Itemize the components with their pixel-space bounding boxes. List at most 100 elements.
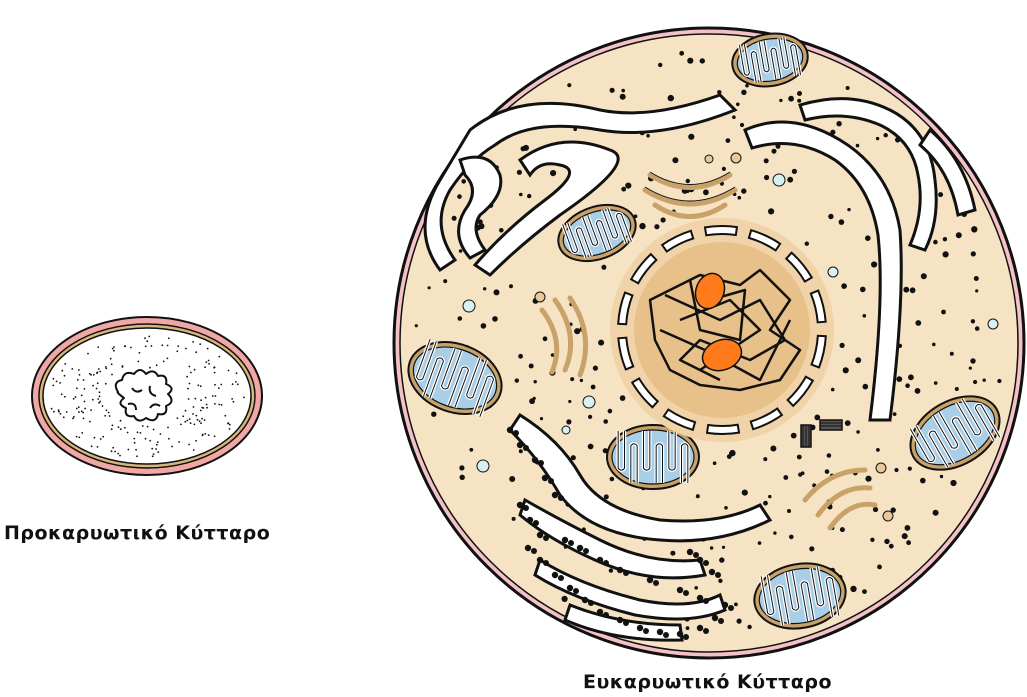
ribosome-dot	[118, 426, 120, 428]
ribosome-dot	[597, 609, 603, 615]
ribosome-dot	[533, 520, 539, 526]
ribosome-dot	[168, 438, 170, 440]
ribosome-dot	[145, 438, 147, 440]
ribosome-dot	[703, 598, 709, 604]
ribosome-dot	[932, 343, 936, 347]
ribosome-dot	[893, 412, 897, 416]
ribosome-dot	[758, 541, 762, 545]
ribosome-dot	[185, 348, 187, 350]
ribosome-dot	[718, 618, 724, 624]
ribosome-dot	[742, 490, 748, 496]
ribosome-dot	[99, 391, 101, 393]
ribosome-dot	[452, 216, 457, 221]
ribosome-dot	[92, 385, 94, 387]
ribosome-dot	[189, 366, 191, 368]
ribosome-dot	[190, 372, 192, 374]
ribosome-dot	[950, 352, 954, 356]
ribosome-dot	[542, 475, 548, 481]
ribosome-dot	[809, 546, 814, 551]
ribosome-dot	[694, 586, 698, 590]
ribosome-dot	[205, 397, 207, 399]
ribosome-dot	[856, 430, 860, 434]
ribosome-dot	[153, 453, 155, 455]
ribosome-dot	[82, 412, 84, 414]
ribosome-dot	[588, 444, 594, 450]
ribosome-dot	[623, 570, 629, 576]
ribosome-dot	[120, 420, 122, 422]
ribosome-dot	[135, 449, 137, 451]
ribosome-dot	[146, 340, 148, 342]
ribosome-dot	[60, 413, 62, 415]
ribosome-dot	[889, 544, 894, 549]
ribosome-dot	[77, 379, 79, 381]
ribosome-dot	[94, 437, 96, 439]
ribosome-dot	[836, 121, 841, 126]
ribosome-dot	[894, 468, 898, 472]
ribosome-dot	[114, 451, 116, 453]
ribosome-dot	[518, 354, 523, 359]
ribosome-dot	[877, 565, 882, 570]
ribosome-dot	[167, 427, 169, 429]
ribosome-dot	[76, 387, 78, 389]
ribosome-dot	[840, 527, 845, 532]
ribosome-dot	[97, 398, 99, 400]
ribosome-dot	[229, 424, 231, 426]
ribosome-dot	[119, 455, 121, 457]
ribosome-dot	[876, 137, 879, 140]
ribosome-dot	[950, 480, 956, 486]
ribosome-dot	[920, 478, 926, 484]
ribosome-dot	[214, 435, 216, 437]
ribosome-dot	[160, 433, 162, 435]
ribosome-dot	[64, 363, 66, 365]
ribosome-dot	[457, 194, 462, 199]
ribosome-dot	[243, 397, 245, 399]
ribosome-dot	[523, 445, 529, 451]
ribosome-dot	[204, 366, 206, 368]
ribosome-dot	[218, 356, 220, 358]
nuclear-envelope-segment	[705, 226, 737, 235]
ribosome-dot	[741, 188, 746, 193]
ribosome-dot	[228, 422, 230, 424]
ribosome-dot	[81, 411, 83, 413]
ribosome-dot	[770, 446, 776, 452]
ribosome-dot	[797, 455, 802, 460]
ribosome-dot	[732, 115, 736, 119]
ribosome-dot	[190, 422, 192, 424]
ribosome-dot	[205, 361, 207, 363]
ribosome-dot	[525, 545, 531, 551]
ribosome-dot	[722, 167, 726, 171]
ribosome-dot	[971, 319, 975, 323]
ribosome-dot	[142, 425, 144, 427]
ribosome-dot	[192, 413, 194, 415]
ribosome-dot	[718, 579, 722, 583]
ribosome-dot	[620, 94, 626, 100]
ribosome-dot	[574, 328, 580, 334]
ribosome-dot	[98, 402, 100, 404]
ribosome-dot	[155, 448, 157, 450]
ribosome-dot	[729, 451, 734, 456]
ribosome-dot	[567, 83, 571, 87]
ribosome-dot	[971, 226, 977, 232]
ribosome-dot	[763, 501, 768, 506]
ribosome-dot	[597, 557, 603, 563]
ribosome-dot	[507, 427, 513, 433]
ribosome-dot	[703, 560, 709, 566]
ribosome-dot	[658, 63, 662, 67]
ribosome-dot	[53, 378, 55, 380]
ribosome-dot	[461, 179, 466, 184]
ribosome-dot	[740, 123, 744, 127]
ribosome-dot	[130, 347, 132, 349]
ribosome-dot	[99, 395, 101, 397]
ribosome-dot	[537, 532, 543, 538]
ribosome-dot	[737, 619, 742, 624]
ribosome-dot	[178, 441, 180, 443]
ribosome-dot	[722, 546, 725, 549]
ribosome-dot	[768, 495, 771, 498]
ribosome-dot	[187, 388, 189, 390]
ribosome-dot	[792, 169, 797, 174]
ribosome-dot	[431, 412, 436, 417]
ribosome-dot	[828, 214, 833, 219]
ribosome-dot	[195, 440, 197, 442]
ribosome-dot	[161, 344, 163, 346]
ribosome-dot	[122, 365, 124, 367]
